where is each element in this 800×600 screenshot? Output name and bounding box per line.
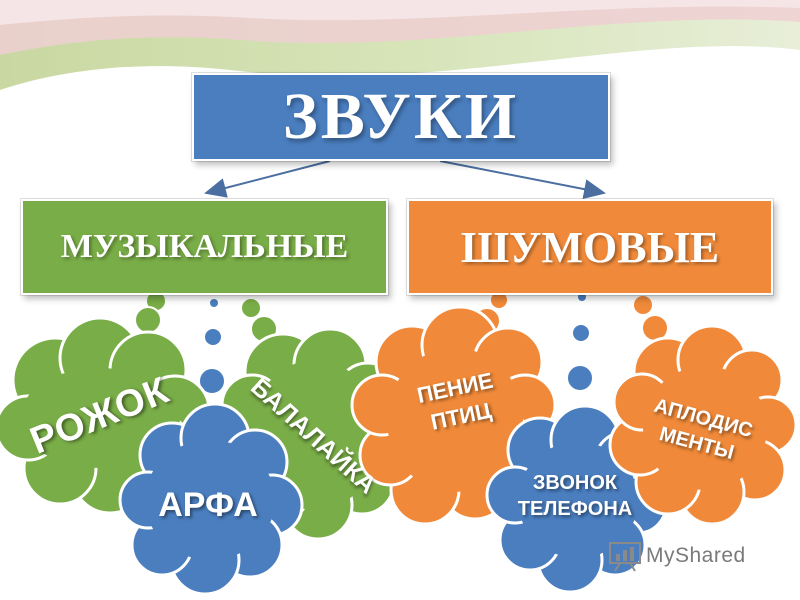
arrow-right bbox=[439, 160, 606, 199]
cloud-arfa-label: АРФА bbox=[158, 486, 258, 524]
title-box: ЗВУКИ bbox=[192, 73, 610, 161]
category-musical-box: МУЗЫКАЛЬНЫЕ bbox=[21, 199, 388, 295]
top-decoration bbox=[0, 0, 800, 94]
bubble-trail-arfa bbox=[198, 297, 226, 395]
cloud-zvonok-label: ЗВОНОК ТЕЛЕФОНА bbox=[505, 470, 645, 522]
cloud-zvonok bbox=[485, 404, 668, 594]
bubble-trail-rozhok bbox=[134, 282, 168, 334]
bubble-trail-zvonok bbox=[566, 291, 594, 392]
category-noise-box: ШУМОВЫЕ bbox=[407, 199, 773, 295]
title-text: ЗВУКИ bbox=[282, 80, 520, 153]
watermark: MyShared bbox=[608, 540, 778, 572]
category-noise-label: ШУМОВЫЕ bbox=[460, 222, 720, 272]
arrow-left bbox=[204, 160, 331, 198]
cloud-zvonok-line2: ТЕЛЕФОНА bbox=[517, 498, 633, 520]
category-musical-label: МУЗЫКАЛЬНЫЕ bbox=[60, 228, 349, 265]
presentation-chart-icon bbox=[609, 542, 641, 572]
watermark-text: MyShared bbox=[646, 544, 746, 567]
cloud-zvonok-line1: ЗВОНОК bbox=[532, 472, 618, 494]
cloud-arfa bbox=[118, 402, 304, 596]
cloud-aplod bbox=[608, 324, 798, 526]
